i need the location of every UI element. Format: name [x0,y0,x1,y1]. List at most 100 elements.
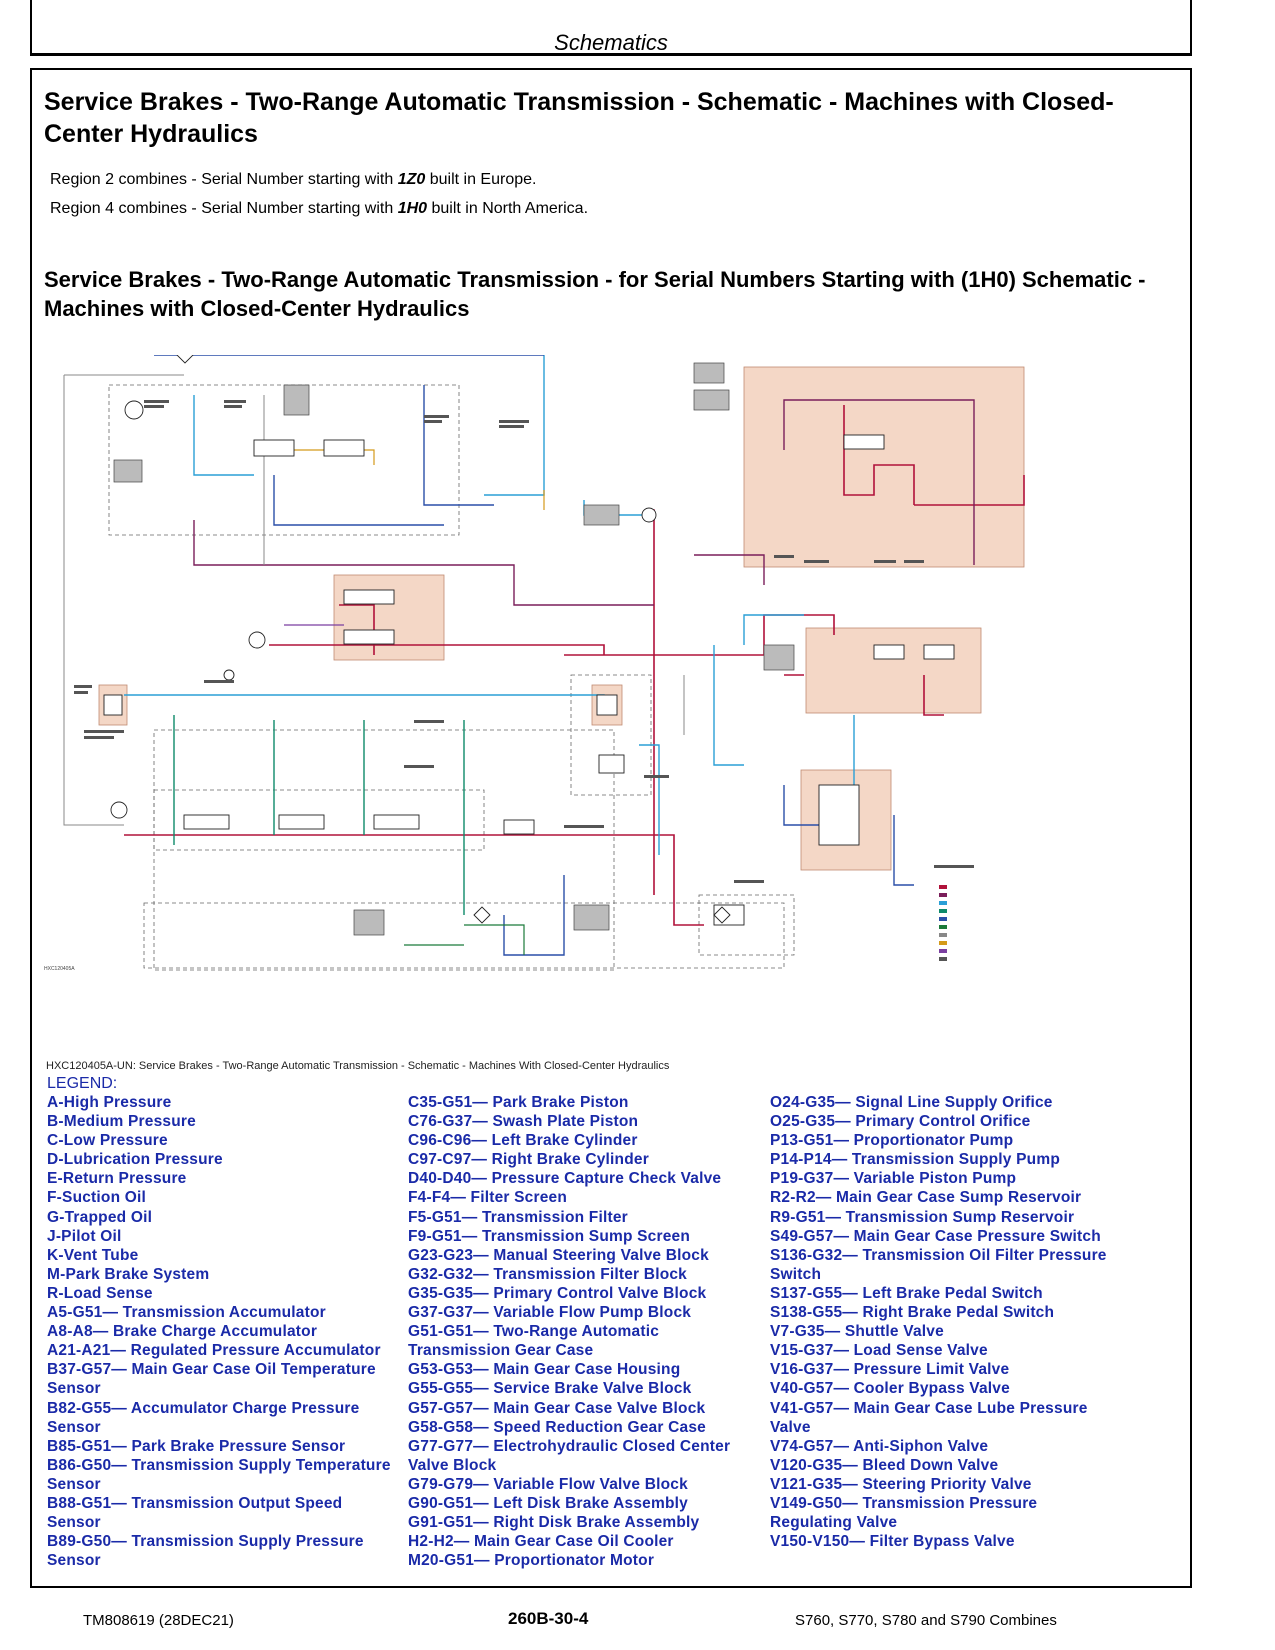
cylinder-right-brake [596,694,618,716]
assembly-main-gear-case [743,366,1025,568]
valve-service-brake-1 [873,644,905,660]
filter-screen [176,355,194,364]
legend-item: A21-A21— Regulated Pressure Accumulator [47,1342,381,1360]
legend-item: B-Medium Pressure [47,1113,196,1131]
legend-item: V40-G57— Cooler Bypass Valve [770,1380,1010,1398]
legend-item: P14-P14— Transmission Supply Pump [770,1151,1060,1169]
region-note-2: Region 4 combines - Serial Number starti… [50,200,589,217]
assembly-service-brake-valve [805,627,982,714]
legend-item: P19-G37— Variable Piston Pump [770,1170,1017,1188]
valve-ehcc-3 [373,814,420,830]
legend-item: F9-G51— Transmission Sump Screen [408,1227,691,1245]
valve-ehcc-4 [503,819,535,835]
legend-item: V121-G35— Steering Priority Valve [770,1475,1032,1493]
legend-item: V150-V150— Filter Bypass Valve [770,1533,1015,1551]
legend-item: H2-H2— Main Gear Case Oil Cooler [408,1533,674,1551]
filter-sump [713,906,731,924]
legend-item: Transmission Gear Case [408,1342,594,1360]
legend-item: C35-G51— Park Brake Piston [408,1094,629,1111]
legend-item: G23-G23— Manual Steering Valve Block [408,1246,709,1264]
legend-item: Valve [770,1418,811,1436]
legend-item: A8-A8— Brake Charge Accumulator [47,1323,318,1341]
accumulator-brake-charge [124,400,144,420]
legend-item: G79-G79— Variable Flow Valve Block [408,1475,688,1493]
header-box: Schematics [30,0,1192,56]
legend-item: R2-R2— Main Gear Case Sump Reservoir [770,1189,1082,1207]
legend-item: S136-G32— Transmission Oil Filter Pressu… [770,1246,1107,1264]
assembly-park-brake-valve [333,574,445,661]
legend-item: G77-G77— Electrohydraulic Closed Center [408,1437,731,1455]
valve-service-brake-2 [923,644,955,660]
legend-item: F-Suction Oil [47,1189,147,1207]
legend-item: D-Lubrication Pressure [47,1151,223,1169]
legend-item: V15-G37— Load Sense Valve [770,1342,988,1360]
content-box [30,68,1192,1588]
legend-item: G57-G57— Main Gear Case Valve Block [408,1399,706,1417]
legend-item: G58-G58— Speed Reduction Gear Case [408,1418,706,1436]
legend-item: O24-G35— Signal Line Supply Orifice [770,1094,1053,1111]
legend-item: V74-G57— Anti-Siphon Valve [770,1437,989,1455]
accumulator-transmission [248,631,266,649]
legend-item: C97-C97— Right Brake Cylinder [408,1151,649,1169]
block-sump [143,902,785,969]
legend-item: S49-G57— Main Gear Case Pressure Switch [770,1227,1101,1245]
legend-item: P13-G51— Proportionator Pump [770,1132,1014,1150]
valve-park-brake-2 [343,629,395,645]
sensor-7 [573,904,610,931]
schematic-subtitle: Service Brakes - Two-Range Automatic Tra… [44,267,1146,321]
footer-doc-id: TM808619 (28DEC21) [83,1612,234,1629]
legend-item: B89-G50— Transmission Supply Pressure [47,1533,364,1551]
legend-item: V149-G50— Transmission Pressure [770,1494,1038,1512]
legend-item: M-Park Brake System [47,1265,210,1283]
legend-item: G53-G53— Main Gear Case Housing [408,1361,681,1379]
legend-item: V41-G57— Main Gear Case Lube Pressure [770,1399,1088,1417]
gear-case-pump [818,784,860,846]
legend-item: A-High Pressure [47,1094,172,1111]
valve-ehcc-1 [183,814,230,830]
sensor-4 [583,504,620,526]
sensor-6 [353,909,385,936]
sensor-5 [763,644,795,671]
legend-item: B86-G50— Transmission Supply Temperature [47,1456,391,1474]
legend-item: G-Trapped Oil [47,1208,153,1226]
legend-item: V16-G37— Pressure Limit Valve [770,1361,1010,1379]
legend-item: A5-G51— Transmission Accumulator [47,1304,326,1322]
legend-item: K-Vent Tube [47,1246,139,1264]
legend-item: Sensor [47,1552,101,1570]
legend-item: D40-D40— Pressure Capture Check Valve [408,1170,722,1188]
sensor-1 [283,384,310,416]
legend-item: G51-G51— Two-Range Automatic [408,1323,660,1341]
gauge-1 [223,669,235,681]
legend-item: E-Return Pressure [47,1170,187,1188]
valve-park-brake-1 [343,589,395,605]
legend-item: O25-G35— Primary Control Orifice [770,1113,1031,1131]
legend-item: V120-G35— Bleed Down Valve [770,1456,999,1474]
hydraulic-schematic: HXC120405A [44,355,1025,972]
legend-item: G35-G35— Primary Control Valve Block [408,1284,707,1302]
legend-item: F5-G51— Transmission Filter [408,1208,628,1226]
region-note-1: Region 2 combines - Serial Number starti… [50,171,537,188]
legend-item: G91-G51— Right Disk Brake Assembly [408,1514,700,1532]
legend-item: Valve Block [408,1456,497,1474]
legend-item: Sensor [47,1475,101,1493]
accumulator-regulated [110,801,128,819]
legend-item: Sensor [47,1380,101,1398]
legend-item: G32-G32— Transmission Filter Block [408,1265,688,1283]
block-electrohydraulic [153,789,485,851]
sensor-8 [113,459,143,483]
sensor-3 [693,389,730,411]
legend-item: G55-G55— Service Brake Valve Block [408,1380,692,1398]
block-transmission-sensors [570,674,652,796]
legend-item: Sensor [47,1514,101,1532]
block-pump [698,894,795,956]
legend-item: M20-G51— Proportionator Motor [408,1552,655,1570]
legend-item: C76-G37— Swash Plate Piston [408,1113,639,1131]
legend-item: R-Load Sense [47,1284,153,1302]
figure-id: HXC120405A [44,966,75,972]
legend-item: B85-G51— Park Brake Pressure Sensor [47,1437,346,1455]
legend-item: B82-G55— Accumulator Charge Pressure [47,1399,360,1417]
legend-item: Sensor [47,1418,101,1436]
footer-page-number: 260B-30-4 [508,1609,589,1628]
